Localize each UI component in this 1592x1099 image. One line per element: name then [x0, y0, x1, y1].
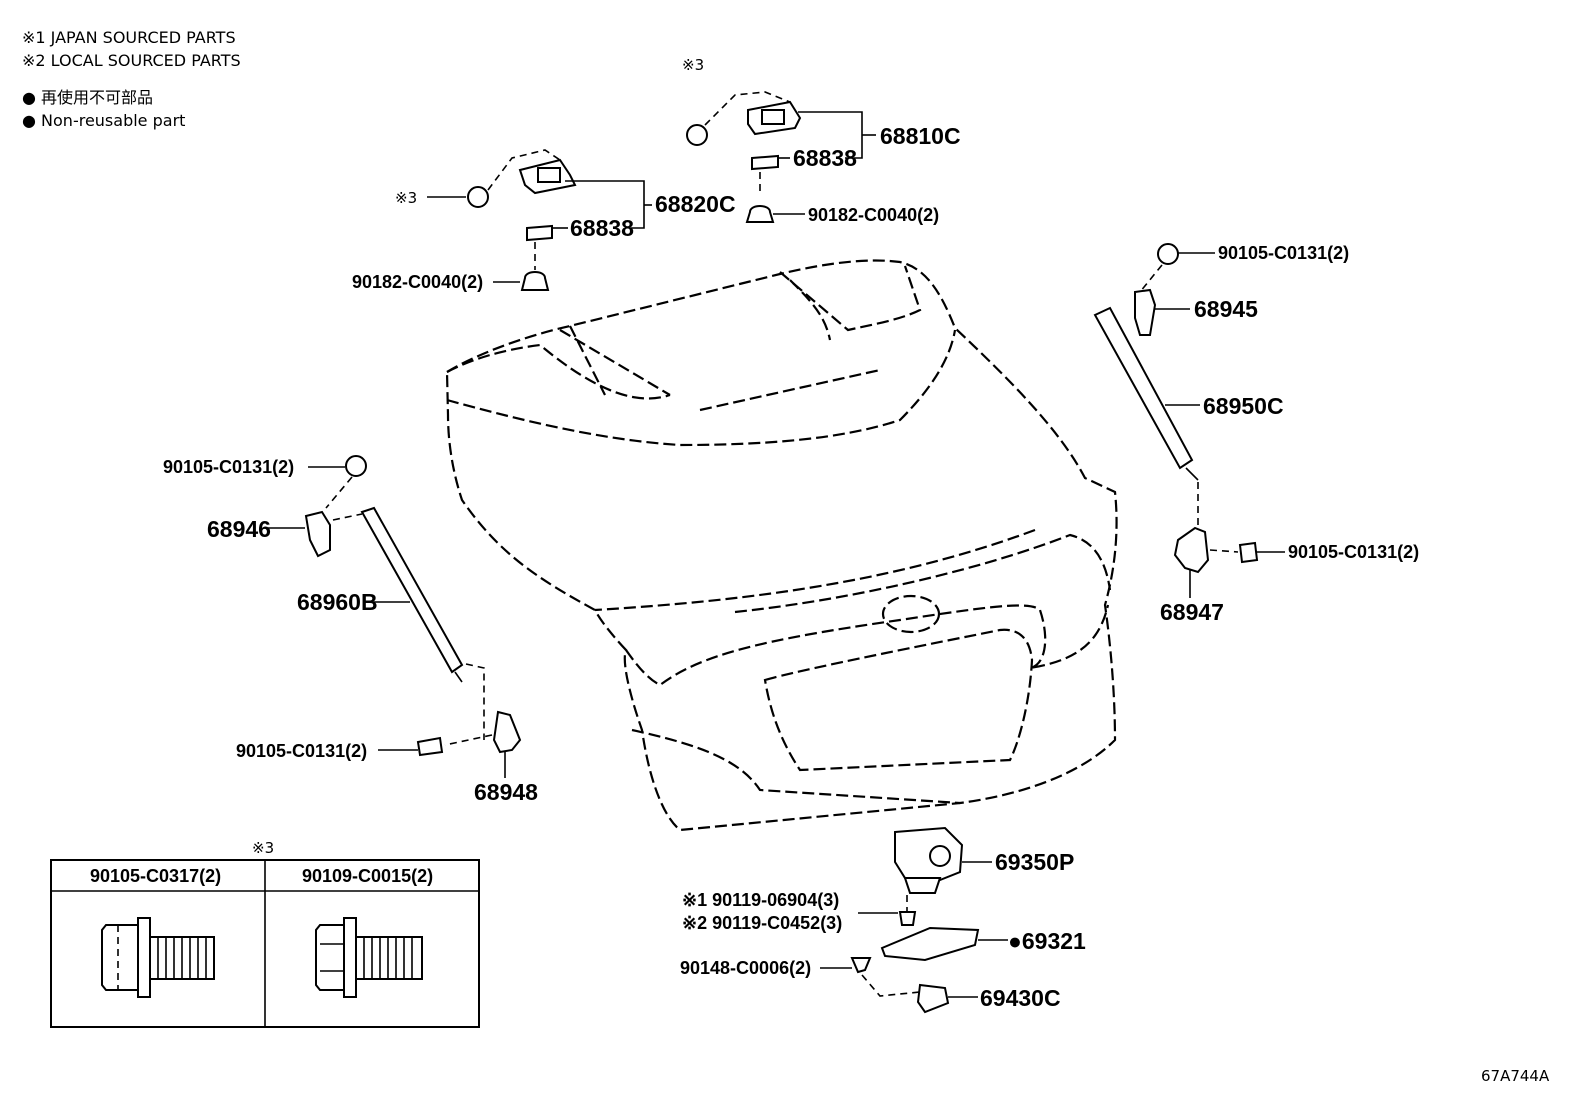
hex-bolt-icon: [315, 917, 423, 998]
label-90119-local: ※2 90119-C0452(3): [682, 913, 842, 933]
label-68838-right: 68838: [793, 145, 857, 171]
label-90105-top-right: 90105-C0131(2): [1218, 243, 1349, 263]
nut-icon: [745, 205, 775, 223]
label-68948: 68948: [474, 779, 538, 805]
flange-bolt-icon: [101, 917, 215, 998]
label-68950C: 68950C: [1203, 393, 1284, 419]
label-90119-japan: ※1 90119-06904(3): [682, 890, 839, 910]
stay-68950C: [1093, 243, 1259, 574]
label-90105-bottom-left: 90105-C0131(2): [236, 741, 367, 761]
legend: ※1 JAPAN SOURCED PARTS ※2 LOCAL SOURCED …: [22, 26, 241, 132]
lock-assembly: [850, 826, 980, 1014]
screw-icon: [898, 911, 917, 926]
label-69321: ●69321: [1008, 928, 1086, 954]
legend-non-reusable-en: ● Non-reusable part: [22, 111, 186, 130]
stay-68960B: [304, 455, 522, 757]
label-68946: 68946: [207, 516, 271, 542]
table-col-90109-C0015: 90109-C0015(2): [302, 866, 433, 886]
legend-local-sourced: ※2 LOCAL SOURCED PARTS: [22, 51, 241, 70]
legend-japan-sourced: ※1 JAPAN SOURCED PARTS: [22, 28, 236, 47]
label-90105-top-left: 90105-C0131(2): [163, 457, 294, 477]
bolt-icon: [416, 736, 444, 757]
bolt-icon: [345, 455, 367, 477]
label-68810C: 68810C: [880, 123, 961, 149]
table-col-90105-C0317: 90105-C0317(2): [90, 866, 221, 886]
label-69350P: 69350P: [995, 849, 1074, 875]
label-68838-left: 68838: [570, 215, 634, 241]
bolt-icon: [1238, 541, 1259, 564]
switch-69430C: [916, 983, 950, 1014]
label-90182-right: 90182-C0040(2): [808, 205, 939, 225]
label-90148: 90148-C0006(2): [680, 958, 811, 978]
hinge-68810C: [686, 91, 802, 223]
note-3-top: ※3: [682, 56, 704, 74]
bolt-table: ※3 90105-C0317(2) 90109-C0015(2): [50, 839, 480, 1028]
note-3-table: ※3: [252, 839, 274, 857]
label-90105-right: 90105-C0131(2): [1288, 542, 1419, 562]
label-68960B: 68960B: [297, 589, 378, 615]
label-68945: 68945: [1194, 296, 1258, 322]
nut-icon: [520, 271, 550, 291]
back-door-outline: [445, 259, 1118, 832]
bolt-icon: [686, 124, 708, 146]
leader-lines: [268, 111, 1285, 998]
label-90182-left: 90182-C0040(2): [352, 272, 483, 292]
label-68820C: 68820C: [655, 191, 736, 217]
bolt-icon: [467, 186, 489, 208]
screw-icon: [850, 957, 872, 974]
legend-non-reusable-jp: ● 再使用不可部品: [22, 88, 154, 107]
label-69430C: 69430C: [980, 985, 1061, 1011]
hinge-68820C: [467, 149, 577, 291]
note-3-left: ※3: [395, 189, 417, 207]
figure-code: 67A744A: [1481, 1067, 1550, 1085]
handle-69321: [880, 926, 980, 962]
bolt-icon: [1157, 243, 1179, 265]
label-68947: 68947: [1160, 599, 1224, 625]
